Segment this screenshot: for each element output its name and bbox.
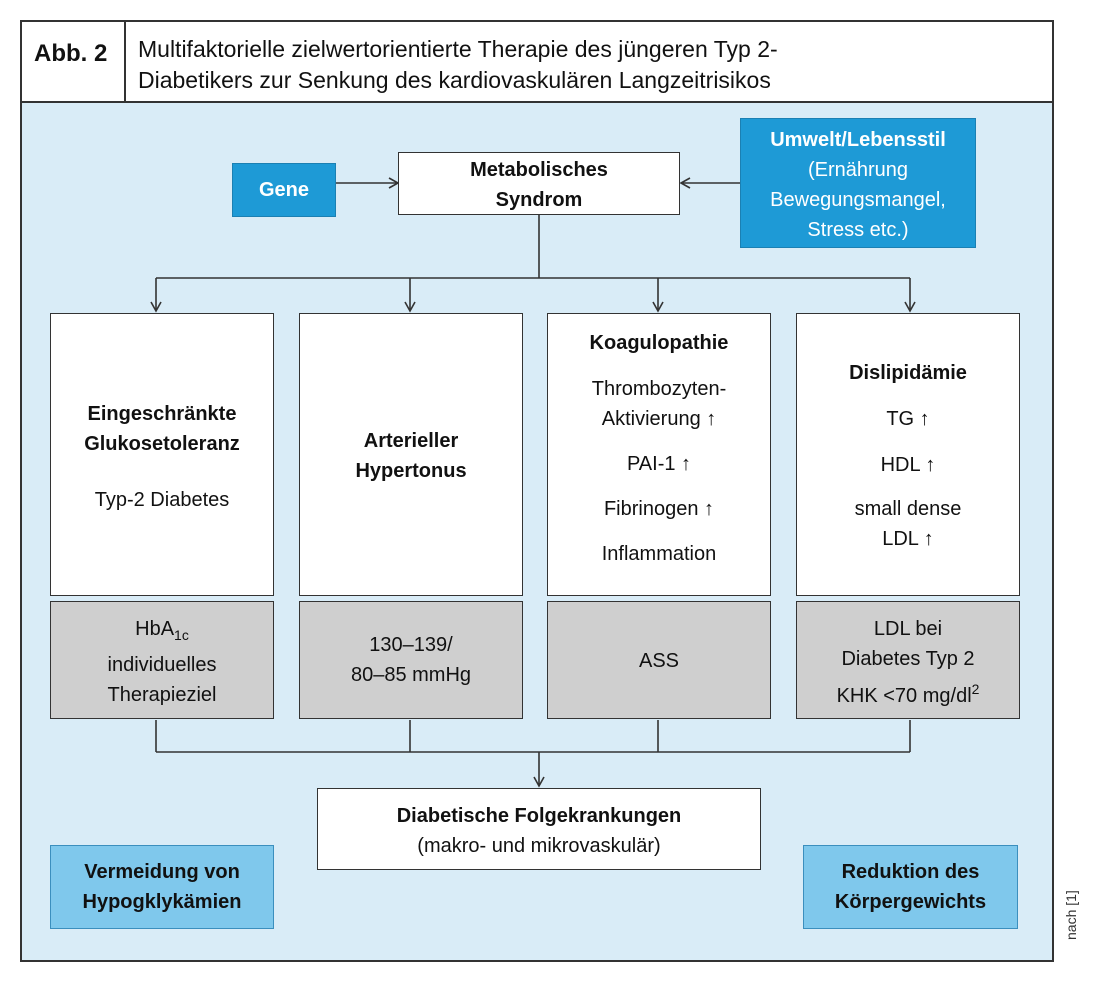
environment-line2: Bewegungsmangel, (770, 189, 946, 211)
coagulation-item2: PAI-1 ↑ (548, 449, 770, 479)
dyslipidemia-target-box: LDL bei Diabetes Typ 2 KHK <70 mg/dl2 (796, 601, 1020, 719)
arrow-up-icon: ↑ (925, 454, 936, 476)
hypoglycemia-line1: Vermeidung von (84, 861, 240, 883)
hypertension-box: Arterieller Hypertonus (299, 313, 523, 596)
coagulation-item1-line1: Thrombozyten- (591, 378, 727, 400)
consequences-subtitle: (makro- und mikrovaskulär) (417, 835, 661, 857)
environment-line1: (Ernährung (807, 159, 909, 181)
glucose-text: Typ-2 Diabetes (94, 489, 230, 511)
dyslipidemia-title: Dislipidämie (849, 362, 967, 384)
hba-label: HbA (135, 618, 175, 640)
dyslipidemia-item3-line1: small dense (854, 498, 962, 520)
dyslipidemia-box: Dislipidämie TG ↑ HDL ↑ small dense LDL … (796, 313, 1020, 596)
coagulation-title: Koagulopathie (589, 332, 729, 354)
coagulation-item1-label: Aktivierung (601, 408, 701, 430)
dyslipidemia-item3-label: LDL (882, 528, 919, 550)
metabolic-line2: Syndrom (495, 189, 583, 211)
arrow-up-icon: ↑ (704, 498, 715, 520)
coagulation-item1-line2: Aktivierung ↑ (548, 404, 770, 434)
metabolic-line1: Metabolisches (470, 159, 608, 181)
gene-box: Gene (232, 163, 336, 217)
hypertension-target-line1: 130–139/ (369, 634, 453, 656)
dyslipidemia-item2-label: HDL (880, 454, 920, 476)
hypertension-title-line1: Arterieller (363, 430, 459, 452)
figure-label: Abb. 2 (22, 22, 126, 101)
coagulation-item2-label: PAI-1 (626, 453, 676, 475)
dyslipidemia-item1: TG ↑ (797, 404, 1019, 434)
gene-label: Gene (258, 179, 310, 201)
consequences-title: Diabetische Folgekrankungen (396, 805, 682, 827)
figure-header: Abb. 2 Multifaktorielle zielwertorientie… (20, 20, 1054, 103)
dyslipidemia-item1-label: TG (886, 408, 915, 430)
hypoglycemia-box: Vermeidung von Hypogklykämien (50, 845, 274, 929)
coagulation-target-box: ASS (547, 601, 771, 719)
weight-reduction-line2: Körpergewichts (834, 891, 987, 913)
figure-title-line2: Diabetikers zur Senkung des kardiovaskul… (138, 67, 771, 93)
weight-reduction-box: Reduktion des Körpergewichts (803, 845, 1018, 929)
dyslipidemia-item3-line2: LDL ↑ (797, 524, 1019, 554)
glucose-title-line2: Glukosetoleranz (84, 433, 240, 455)
arrow-up-icon: ↑ (681, 453, 692, 475)
hypertension-target-line2: 80–85 mmHg (350, 664, 472, 686)
dyslipidemia-target-line3: KHK <70 mg/dl2 (797, 674, 1019, 711)
hypertension-title-line2: Hypertonus (355, 460, 467, 482)
environment-line3: Stress etc.) (807, 219, 909, 241)
glucose-target-line2: individuelles (107, 654, 217, 676)
hypoglycemia-line2: Hypogklykämien (82, 891, 242, 913)
consequences-box: Diabetische Folgekrankungen (makro- und … (317, 788, 761, 870)
glucose-target-line3: Therapieziel (107, 684, 217, 706)
dyslipidemia-target-value: KHK <70 mg/dl (836, 685, 972, 707)
hba-subscript: 1c (174, 627, 189, 643)
coagulation-item3-label: Fibrinogen (603, 498, 699, 520)
environment-title: Umwelt/Lebensstil (770, 129, 946, 151)
metabolic-syndrome-box: Metabolisches Syndrom (398, 152, 680, 215)
dyslipidemia-target-line1: LDL bei (873, 618, 943, 640)
coagulation-item4: Inflammation (601, 543, 717, 565)
arrow-up-icon: ↑ (919, 408, 930, 430)
coagulation-box: Koagulopathie Thrombozyten- Aktivierung … (547, 313, 771, 596)
coagulation-item3: Fibrinogen ↑ (548, 494, 770, 524)
coagulation-target: ASS (638, 650, 680, 672)
weight-reduction-line1: Reduktion des (841, 861, 980, 883)
glucose-title-line1: Eingeschränkte (87, 403, 237, 425)
source-note: nach [1] (1063, 890, 1079, 940)
figure-title-line1: Multifaktorielle zielwertorientierte The… (138, 36, 778, 62)
hypertension-target-box: 130–139/ 80–85 mmHg (299, 601, 523, 719)
dyslipidemia-target-line2: Diabetes Typ 2 (841, 648, 975, 670)
dyslipidemia-item2: HDL ↑ (797, 450, 1019, 480)
footnote-superscript: 2 (971, 681, 980, 697)
arrow-up-icon: ↑ (706, 408, 717, 430)
glucose-target-box: HbA1c individuelles Therapieziel (50, 601, 274, 719)
environment-box: Umwelt/Lebensstil (Ernährung Bewegungsma… (740, 118, 976, 248)
glucose-box: Eingeschränkte Glukosetoleranz Typ-2 Dia… (50, 313, 274, 596)
glucose-target-line1: HbA1c (51, 614, 273, 650)
arrow-up-icon: ↑ (923, 528, 934, 550)
figure-title: Multifaktorielle zielwertorientierte The… (138, 34, 1038, 96)
